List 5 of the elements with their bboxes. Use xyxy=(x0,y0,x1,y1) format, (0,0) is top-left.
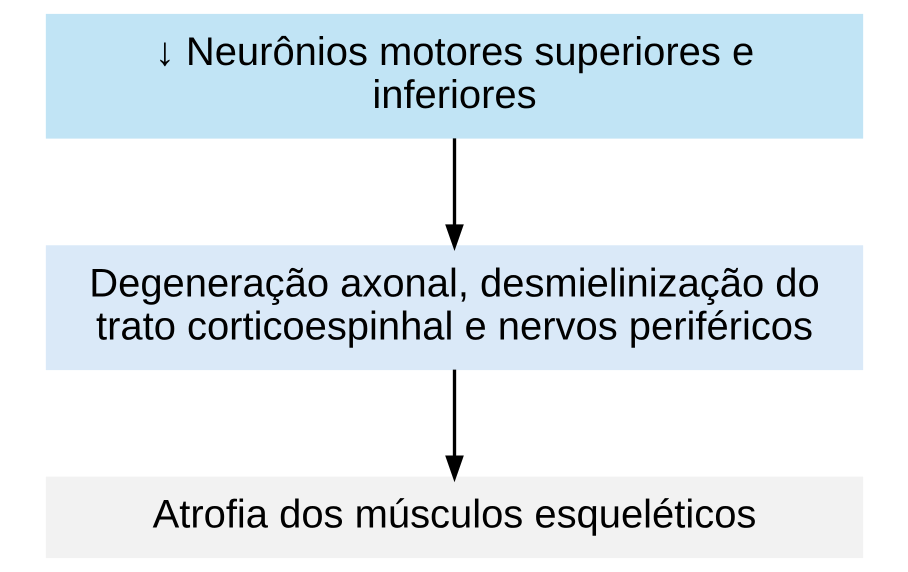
node-box: ↓ Neurônios motores superiores e inferiores xyxy=(45,14,863,139)
node-box: Atrofia dos músculos esqueléticos xyxy=(45,476,863,558)
arrow xyxy=(444,370,464,482)
node-box: Degeneração axonal, desmielinização do trato corticoespinhal e nervos periféricos xyxy=(45,245,863,370)
arrow xyxy=(444,138,464,251)
